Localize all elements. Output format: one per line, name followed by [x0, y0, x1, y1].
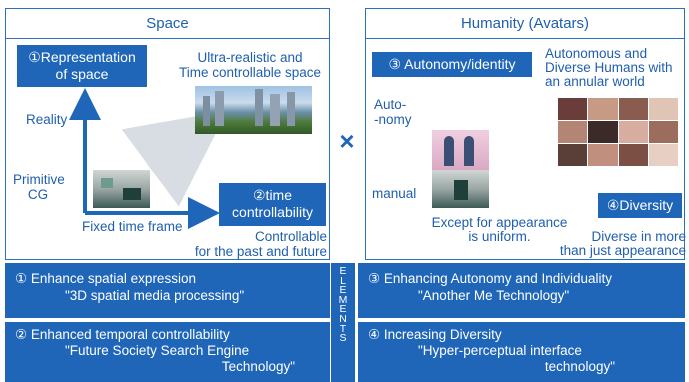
space-headline: Ultra-realistic and Time controllable sp…	[178, 50, 322, 80]
uniform-appearance-label: Except for appearance is uniform.	[431, 215, 568, 244]
autonomy-label: Auto- -nomy	[374, 97, 412, 127]
space-panel-title: Space	[6, 9, 329, 39]
element-2: ② Enhanced temporal controllability "Fut…	[5, 322, 330, 382]
element-4-sub2: technology"	[544, 359, 615, 374]
element-4: ④ Increasing Diversity "Hyper-perceptual…	[358, 322, 685, 382]
autonomy-identity-box: ③ Autonomy/identity	[372, 52, 532, 77]
element-2-title: ② Enhanced temporal controllability	[15, 327, 230, 342]
humanity-headline: Autonomous and Diverse Humans with an an…	[545, 46, 673, 89]
primitive-cg-image	[93, 170, 150, 208]
diversity-box: ④Diversity	[598, 193, 682, 218]
representation-of-space-box: ①Representation of space	[17, 45, 147, 87]
realistic-city-image	[195, 86, 312, 134]
primitive-cg-label: Primitive CG	[13, 172, 65, 202]
element-2-sub2: Technology"	[221, 359, 295, 374]
avatars-image	[432, 130, 489, 170]
manual-label: manual	[372, 186, 417, 201]
diverse-label: Diverse in more than just appearance	[559, 229, 686, 258]
element-3: ③ Enhancing Autonomy and Individuality "…	[358, 263, 685, 318]
element-1: ① Enhance spatial expression "3D spatial…	[5, 263, 330, 318]
element-3-sub: "Another Me Technology"	[418, 288, 570, 303]
cross-symbol: ×	[339, 126, 355, 156]
time-controllability-box: ②time controllability	[219, 183, 326, 226]
element-4-title: ④ Increasing Diversity	[368, 327, 502, 342]
diverse-humans-image	[558, 98, 678, 166]
reality-label: Reality	[26, 112, 68, 127]
humanity-panel-title: Humanity (Avatars)	[366, 9, 684, 39]
fixed-time-frame-label: Fixed time frame	[82, 219, 183, 234]
element-1-sub: "3D spatial media processing"	[65, 288, 245, 303]
manual-avatar-image	[432, 170, 489, 208]
element-2-sub: "Future Society Search Engine	[65, 343, 250, 358]
controllable-label: Controllable for the past and future	[194, 229, 327, 259]
element-4-sub: "Hyper-perceptual interface	[418, 343, 582, 358]
element-3-title: ③ Enhancing Autonomy and Individuality	[368, 271, 613, 286]
element-1-title: ① Enhance spatial expression	[15, 271, 196, 286]
